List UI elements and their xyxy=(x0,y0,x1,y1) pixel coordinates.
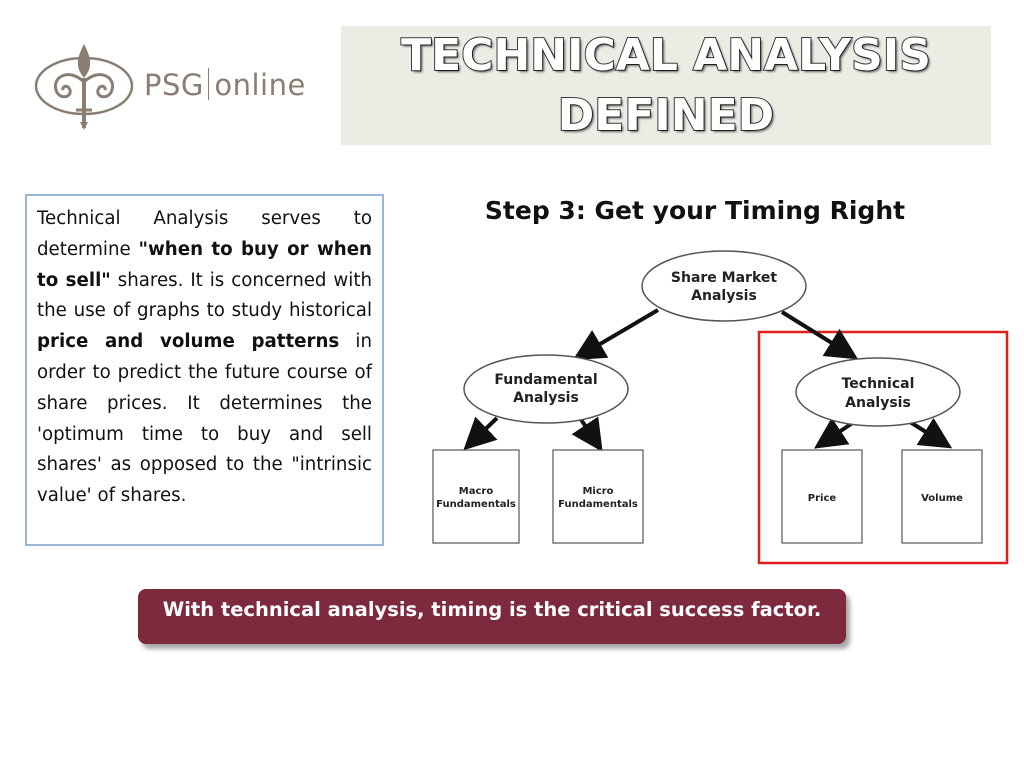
root-label-1: Share Market xyxy=(671,270,777,286)
technical-label-1: Technical xyxy=(842,376,915,392)
fundamental-label-2: Analysis xyxy=(513,390,579,406)
arrow-to-technical xyxy=(780,310,859,360)
root-node xyxy=(641,250,807,322)
macro-label-2: Fundamentals xyxy=(436,499,516,510)
technical-label-2: Analysis xyxy=(845,395,911,411)
macro-label-1: Macro xyxy=(459,486,494,497)
volume-node xyxy=(901,449,983,544)
root-label-2: Analysis xyxy=(691,288,757,304)
key-takeaway-banner: With technical analysis, timing is the c… xyxy=(138,589,846,644)
micro-node xyxy=(552,449,644,544)
step-heading: Step 3: Get your Timing Right xyxy=(484,196,906,225)
price-label: Price xyxy=(808,493,837,504)
arrow-to-micro xyxy=(571,416,603,452)
volume-label: Volume xyxy=(921,493,963,504)
price-node xyxy=(781,449,863,544)
fundamental-label-1: Fundamental xyxy=(494,372,597,388)
micro-label-2: Fundamentals xyxy=(558,499,638,510)
arrow-to-volume xyxy=(908,417,953,449)
analysis-tree-diagram: Share Market Analysis Fundamental Analys… xyxy=(432,250,1009,565)
slide-title-line2: DEFINED xyxy=(557,89,775,142)
slide-title: TECHNICAL ANALYSIS DEFINED xyxy=(341,26,991,146)
technical-node xyxy=(795,357,961,427)
fleur-emblem-icon xyxy=(34,44,134,130)
slide-title-line1: TECHNICAL ANALYSIS xyxy=(400,29,932,82)
micro-label-1: Micro xyxy=(582,486,613,497)
technical-highlight-box xyxy=(757,330,1009,565)
macro-node xyxy=(432,449,520,544)
description-box: Technical Analysis serves to determine "… xyxy=(25,194,384,546)
arrow-to-price xyxy=(814,417,856,449)
fundamental-node xyxy=(463,354,629,424)
arrow-to-fundamental xyxy=(572,308,660,361)
title-banner: TECHNICAL ANALYSIS DEFINED xyxy=(341,26,991,145)
banner-text: With technical analysis, timing is the c… xyxy=(162,598,822,621)
arrow-to-macro xyxy=(463,416,499,451)
description-paragraph: Technical Analysis serves to determine "… xyxy=(37,208,372,507)
